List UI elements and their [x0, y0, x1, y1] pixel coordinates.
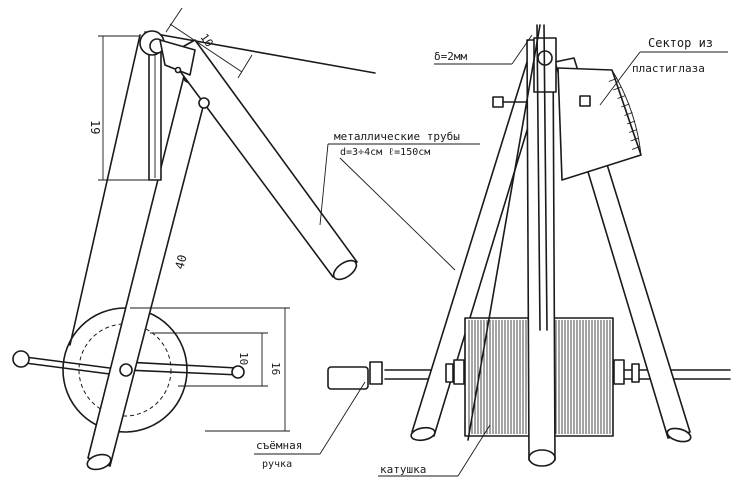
sector-arc	[611, 69, 642, 156]
bolt-right-head	[579, 95, 591, 107]
crank-arm	[124, 369, 241, 376]
tubes-leader-right	[339, 157, 456, 271]
tubes-label-line2: d=3÷4см ℓ=150см	[340, 147, 430, 158]
annotations: δ=2мм Сектор из пластиглаза металлически…	[254, 34, 728, 477]
sector-tick	[630, 137, 639, 142]
bolt-left-head	[492, 96, 504, 108]
sector-tick	[628, 129, 638, 133]
pivot-bolt	[198, 97, 210, 109]
right-leg-end	[666, 427, 692, 443]
axle-nut-right	[631, 363, 640, 383]
crank-arm-edge	[124, 361, 238, 369]
sector-plexiglass	[557, 67, 642, 181]
sector-tick	[624, 112, 633, 116]
sector-tick	[608, 78, 617, 82]
sector-tick	[621, 103, 630, 108]
thickness-label: δ=2мм	[434, 50, 467, 63]
dim-10-top-tick1	[165, 7, 183, 33]
side-view: 10 19 40 10 16	[12, 7, 376, 471]
dim-10-top-tick2	[237, 54, 253, 79]
sector-ticks	[608, 78, 641, 150]
tubes-leader-left	[319, 143, 329, 226]
handle-rod	[24, 356, 126, 371]
sector-label-line1: Сектор из	[648, 36, 713, 50]
removable-handle-collar	[369, 361, 383, 385]
string-left	[69, 34, 141, 346]
crank-knob	[231, 365, 245, 379]
front-leg-end	[86, 453, 112, 471]
sector-tick	[617, 95, 626, 99]
left-leg-end	[410, 426, 436, 442]
sector-leader	[599, 51, 641, 106]
spool-flange-right	[613, 359, 625, 385]
front-view	[327, 24, 731, 467]
sector-tick	[613, 86, 622, 91]
handle-label-line1: съёмная	[256, 439, 302, 452]
handle-ball	[12, 350, 30, 368]
front-string	[467, 24, 541, 441]
spool-flange-left	[453, 359, 465, 385]
dim-19-label: 19	[88, 120, 102, 134]
center-leg-end	[528, 449, 556, 467]
rear-leg-end	[332, 259, 358, 281]
sector-label-line2: пластиглаза	[632, 62, 705, 75]
dim-10-top-line	[169, 23, 243, 73]
dim-10-right-label: 10	[237, 352, 250, 365]
drum-inner-dashed	[78, 323, 172, 417]
spool-label: катушка	[380, 463, 426, 476]
thickness-leader	[511, 34, 533, 65]
handle-leader	[319, 381, 366, 455]
plate-left	[536, 24, 541, 331]
bracket-bolt	[174, 66, 182, 74]
removable-handle-grip	[327, 366, 369, 390]
plate-right	[543, 24, 548, 331]
sector-tick	[631, 146, 641, 150]
rear-leg-tube	[167, 39, 358, 278]
tubes-label-line1: металлические трубы	[334, 130, 460, 143]
dim-40-label: 40	[172, 253, 189, 271]
sector-tick	[626, 120, 636, 125]
axle-nut-left	[445, 363, 454, 383]
dim-10-top-label: 10	[198, 31, 216, 49]
drum-axle	[119, 363, 133, 377]
spool-leader	[457, 424, 491, 477]
string-out	[144, 31, 376, 74]
handle-label-line2: ручка	[262, 459, 292, 470]
center-leg	[526, 39, 556, 461]
bracket	[159, 39, 196, 76]
dim-16-label: 16	[269, 362, 282, 375]
